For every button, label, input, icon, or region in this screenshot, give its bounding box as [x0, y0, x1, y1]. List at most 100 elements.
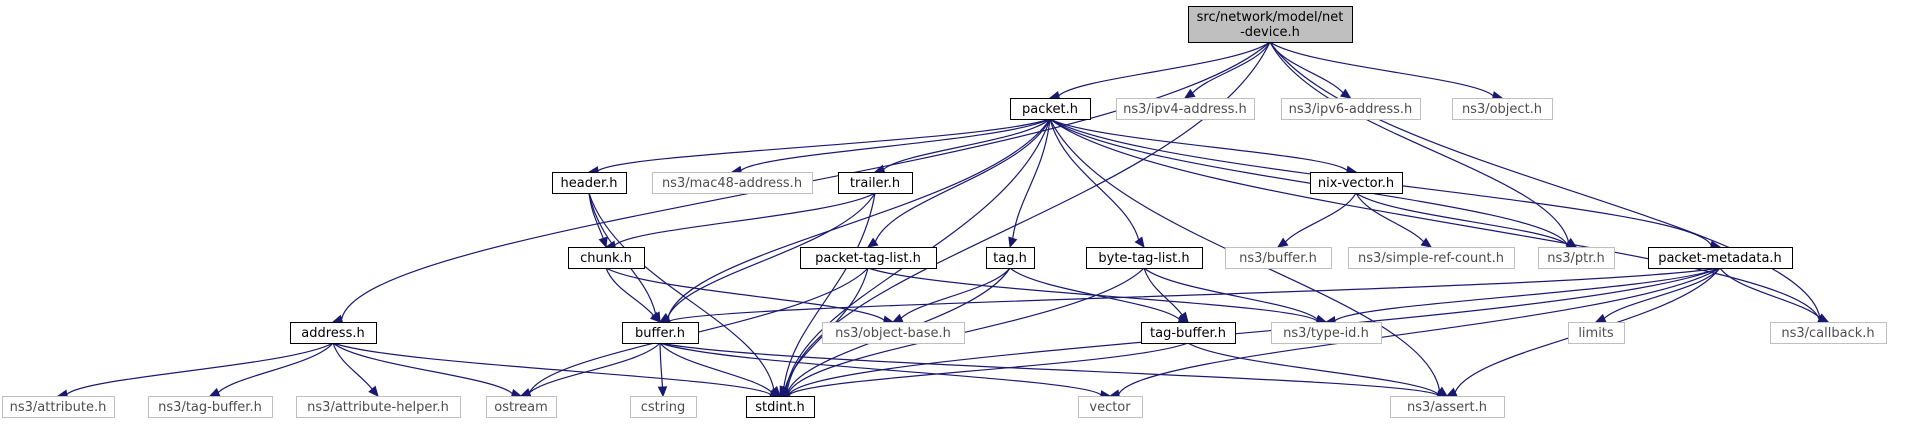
edge-line [605, 267, 885, 321]
node-label: ns3/buffer.h [1239, 251, 1317, 266]
edge-arrowhead [1594, 313, 1607, 323]
node-stdint[interactable]: stdint.h [746, 396, 815, 418]
node-callback[interactable]: ns3/callback.h [1770, 322, 1887, 344]
edge-layer [56, 41, 1830, 401]
node-attribute[interactable]: ns3/attribute.h [2, 396, 115, 418]
node-ns3tagbuffer[interactable]: ns3/tag-buffer.h [148, 396, 273, 418]
node-trailer[interactable]: trailer.h [838, 172, 913, 194]
edge-arrowhead [891, 313, 904, 323]
node-net_device[interactable]: src/network/model/net-device.h [1188, 6, 1353, 43]
edge-line [1192, 41, 1271, 94]
edge-address-to-stdint [332, 342, 782, 400]
edge-line [659, 342, 773, 393]
edge-nixvector-to-ptr [1355, 192, 1578, 250]
node-attributehelper[interactable]: ns3/attribute-helper.h [296, 396, 461, 418]
edge-line [1049, 118, 1820, 320]
edge-line [1009, 267, 1180, 320]
node-label: ns3/ipv4-address.h [1123, 102, 1247, 117]
node-typeid[interactable]: ns3/type-id.h [1271, 322, 1382, 344]
node-label: tag.h [993, 251, 1027, 266]
edge-net_device-to-ipv4 [1183, 41, 1271, 99]
node-label: tag-buffer.h [1150, 326, 1226, 341]
node-label: vector [1089, 400, 1131, 415]
node-ipv6[interactable]: ns3/ipv6-address.h [1281, 98, 1421, 120]
node-packet[interactable]: packet.h [1010, 98, 1091, 120]
edge-arrowhead [866, 237, 879, 248]
node-label: ns3/attribute-helper.h [307, 400, 449, 415]
node-limits[interactable]: limits [1568, 322, 1625, 344]
edge-tagbuffer-to-stdint [778, 342, 1189, 400]
edge-line [668, 267, 1721, 323]
node-objectbase[interactable]: ns3/object-base.h [822, 322, 965, 344]
edge-net_device-to-ipv6 [1269, 41, 1352, 99]
node-simplerefcount[interactable]: ns3/simple-ref-count.h [1348, 247, 1515, 269]
node-mac48[interactable]: ns3/mac48-address.h [652, 172, 813, 194]
edge-arrowhead [1008, 236, 1018, 249]
edge-nixvector-to-simplerefcount [1355, 192, 1432, 248]
node-tagbuffer[interactable]: tag-buffer.h [1141, 322, 1236, 344]
edge-line [867, 267, 1318, 322]
node-ostream[interactable]: ostream [486, 396, 557, 418]
node-box [2, 396, 115, 418]
edge-line [605, 267, 655, 317]
node-ns3buffer[interactable]: ns3/buffer.h [1225, 247, 1332, 269]
node-packettaglist[interactable]: packet-tag-list.h [800, 247, 937, 269]
node-box [1452, 98, 1553, 120]
node-label: buffer.h [635, 326, 685, 341]
node-box [1310, 172, 1403, 194]
node-label: header.h [561, 176, 618, 191]
node-box [1568, 322, 1625, 344]
edge-arrowhead [1420, 237, 1432, 248]
node-vector[interactable]: vector [1078, 396, 1143, 418]
node-cstring[interactable]: cstring [630, 396, 697, 418]
edge-trailer-to-chunk [604, 192, 876, 250]
edge-line [1118, 267, 1721, 395]
node-tag[interactable]: tag.h [986, 247, 1035, 269]
node-nixvector[interactable]: nix-vector.h [1310, 172, 1403, 194]
node-label: ns3/tag-buffer.h [158, 400, 262, 415]
node-buffer[interactable]: buffer.h [622, 322, 699, 344]
node-assert[interactable]: ns3/assert.h [1390, 396, 1505, 418]
node-box [552, 172, 627, 194]
edge-buffer-to-ostream [519, 342, 661, 398]
node-ipv4[interactable]: ns3/ipv4-address.h [1116, 98, 1255, 120]
node-box [822, 322, 965, 344]
edge-line [667, 192, 876, 318]
node-ptr[interactable]: ns3/ptr.h [1538, 247, 1615, 269]
edge-line [883, 118, 1051, 170]
node-bytetaglist[interactable]: byte-tag-list.h [1086, 247, 1203, 269]
edge-line [740, 118, 1051, 171]
node-box [1271, 322, 1382, 344]
node-chunk[interactable]: chunk.h [568, 247, 645, 269]
node-label: ostream [494, 400, 548, 415]
edge-line [1012, 118, 1051, 239]
node-layer: src/network/model/net-device.h packet.h ns… [2, 6, 1887, 418]
edge-address-to-ostream [332, 342, 523, 399]
node-label: packet.h [1022, 102, 1078, 117]
edge-line [1269, 41, 1494, 97]
node-label: nix-vector.h [1318, 176, 1394, 191]
node-box [838, 172, 913, 194]
edge-arrowhead [208, 387, 221, 397]
edge-line [1719, 267, 1821, 319]
edge-line [788, 342, 1189, 396]
node-label: ns3/callback.h [1781, 326, 1874, 341]
edge-line [597, 118, 1051, 172]
node-packetmetadata[interactable]: packet-metadata.h [1648, 247, 1793, 269]
edge-arrowhead [1817, 313, 1830, 323]
node-label: address.h [301, 326, 364, 341]
node-header[interactable]: header.h [552, 172, 627, 194]
node-address[interactable]: address.h [290, 322, 377, 344]
edge-line [588, 192, 775, 390]
edge-line [332, 342, 373, 390]
node-box [568, 247, 645, 269]
node-label: -device.h [1240, 25, 1300, 40]
edge-arrowhead [598, 236, 608, 249]
node-object[interactable]: ns3/object.h [1452, 98, 1553, 120]
node-box [746, 396, 815, 418]
node-label: ns3/attribute.h [10, 400, 107, 415]
edge-line [1334, 267, 1721, 322]
edge-line [783, 192, 876, 388]
edge-line [1058, 41, 1271, 97]
edge-line [1143, 267, 1183, 316]
